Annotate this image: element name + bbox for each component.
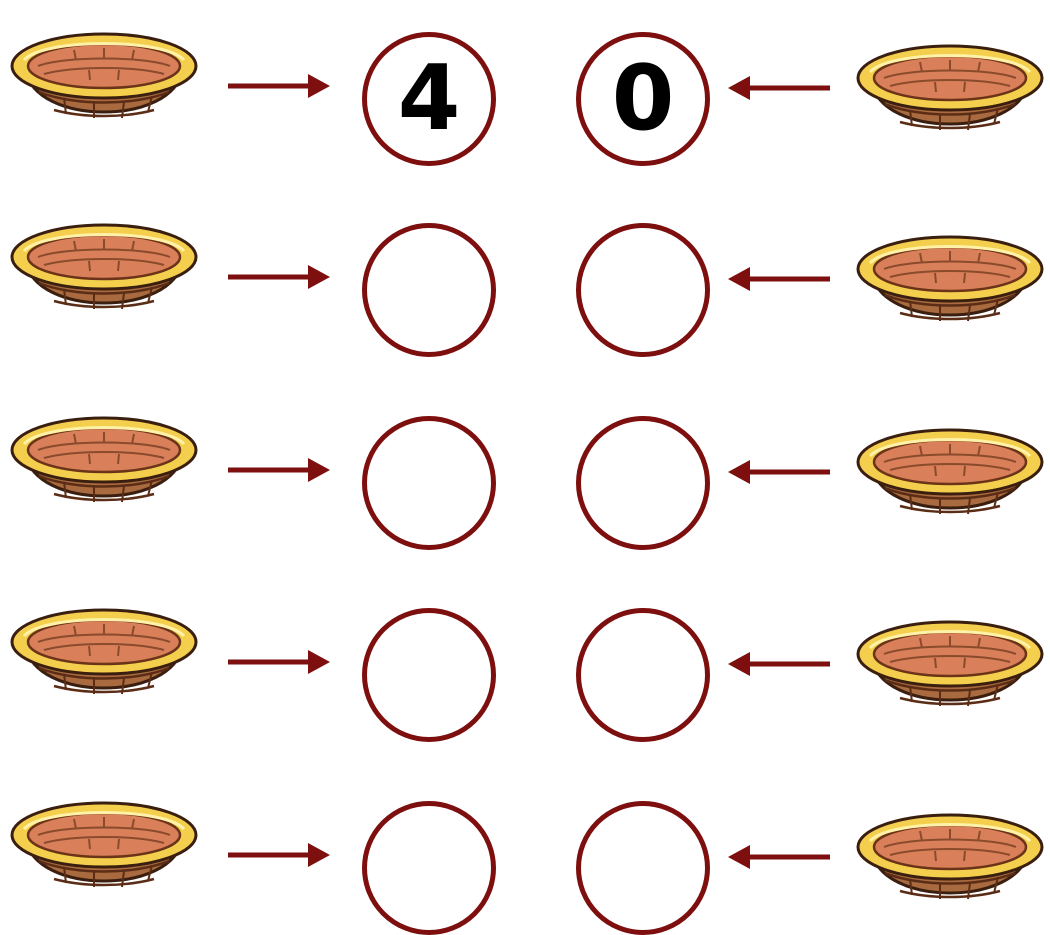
answer-circle-left[interactable] [362,416,496,550]
arrow-right-icon [228,74,330,98]
basket-left-icon [10,32,198,120]
basket-right-icon [856,620,1044,708]
arrow-right-icon [228,458,330,482]
basket-right-icon [856,235,1044,323]
answer-circle-right[interactable] [576,608,710,742]
basket-left-icon [10,801,198,889]
arrow-left-icon [728,845,830,869]
answer-circle-left[interactable] [362,223,496,357]
arrow-left-icon [728,460,830,484]
basket-right-icon [856,813,1044,901]
basket-right-icon [856,428,1044,516]
answer-circle-right[interactable] [576,223,710,357]
arrow-left-icon [728,76,830,100]
arrow-left-icon [728,267,830,291]
arrow-right-icon [228,650,330,674]
basket-right-icon [856,44,1044,132]
answer-circle-right[interactable] [576,801,710,935]
basket-left-icon [10,223,198,311]
basket-left-icon [10,416,198,504]
answer-circle-left[interactable] [362,608,496,742]
answer-circle-right[interactable] [576,416,710,550]
arrow-left-icon [728,652,830,676]
answer-circle-right[interactable]: 0 [576,32,710,166]
basket-left-icon [10,608,198,696]
arrow-right-icon [228,265,330,289]
arrow-right-icon [228,843,330,867]
answer-circle-left[interactable] [362,801,496,935]
answer-circle-left[interactable]: 4 [362,32,496,166]
